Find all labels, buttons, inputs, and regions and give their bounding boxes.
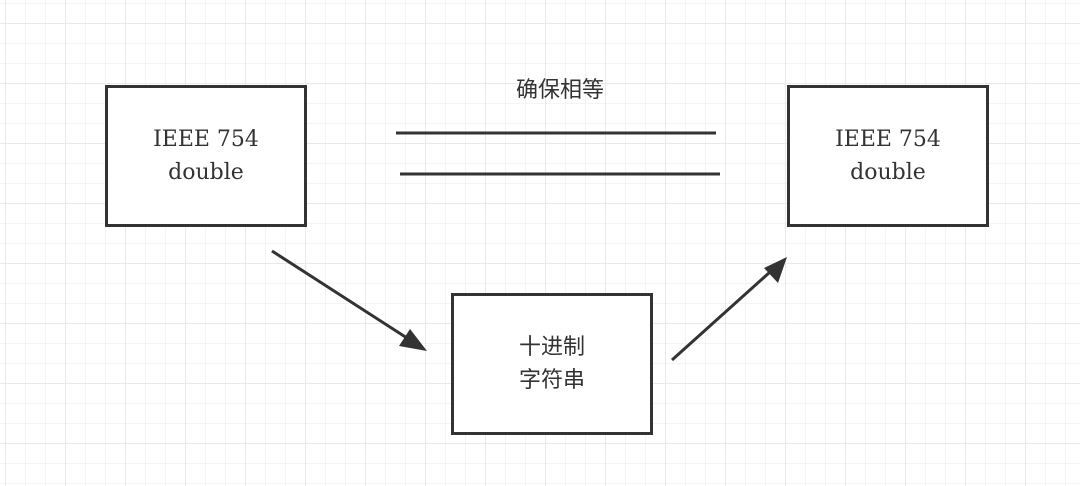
box-mid-line1: 十进制: [518, 335, 585, 360]
box-left-line2: double: [168, 160, 244, 185]
equal-label: 确保相等: [515, 78, 604, 103]
arrow-middle-to-right: [670, 257, 787, 362]
box-ieee754-double-right: IEEE 754 double: [787, 85, 989, 227]
arrow-left-to-middle: [271, 249, 427, 351]
box-right-line2: double: [850, 160, 926, 185]
box-mid-line2: 字符串: [518, 368, 585, 393]
box-decimal-string: 十进制 字符串: [451, 293, 653, 435]
box-ieee754-double-left: IEEE 754 double: [105, 85, 307, 227]
box-right-line1: IEEE 754: [835, 127, 941, 152]
box-left-line1: IEEE 754: [153, 127, 259, 152]
